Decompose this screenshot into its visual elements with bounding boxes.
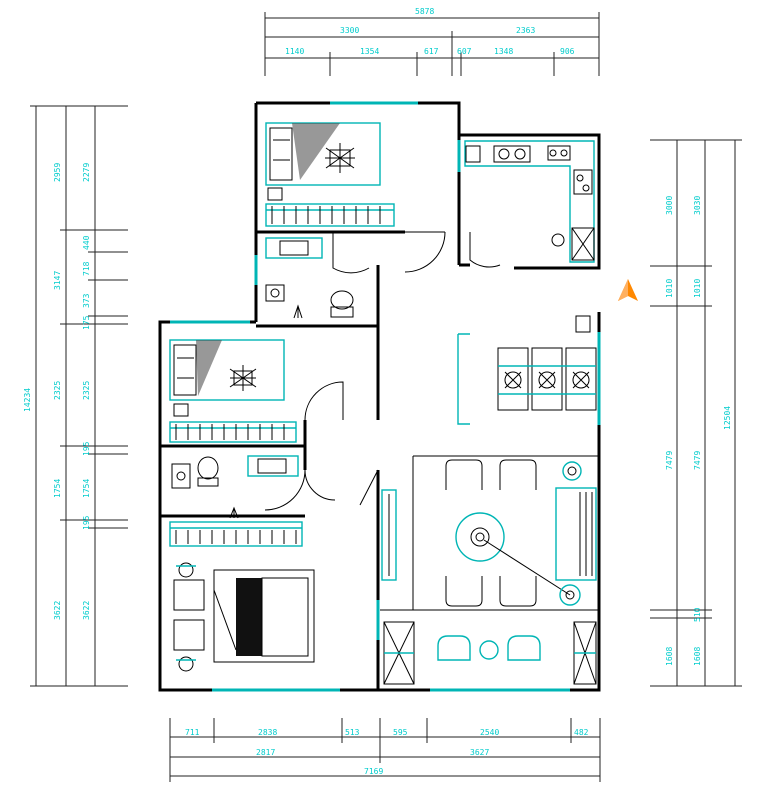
dim-bottom-seg-5: 2540: [480, 728, 499, 737]
sofa-icon: [555, 487, 597, 581]
dim-right-inner-2: 1010: [693, 279, 702, 298]
dim-bottom-seg-1: 711: [185, 728, 200, 737]
dim-top-total: 5878: [415, 7, 434, 16]
top-dimensions: 5878 3300 2363 1140 1354 617 607 1348 90…: [264, 7, 600, 76]
dim-right-inner-1: 3030: [693, 196, 702, 215]
dim-top-seg-3: 617: [424, 47, 439, 56]
bed-icon: [169, 339, 285, 401]
dim-bottom-seg-6: 482: [574, 728, 589, 737]
dim-left-outer-5: 3622: [53, 601, 62, 620]
dim-left-inner-9: 195: [82, 515, 91, 530]
dim-left-inner-6: 2325: [82, 381, 91, 400]
wardrobe-hangers: [271, 206, 381, 224]
dim-right-outer-4: 1608: [665, 647, 674, 666]
bathroom-upper: [265, 237, 354, 319]
dim-top-left: 3300: [340, 26, 359, 35]
dim-left-inner-7: 195: [82, 441, 91, 456]
dim-bottom-seg-3: 513: [345, 728, 360, 737]
dim-left-inner-8: 1754: [82, 479, 91, 498]
bathroom-lower: [171, 455, 299, 489]
armchairs: [445, 459, 537, 607]
balcony: [383, 621, 597, 685]
dim-left-outer-2: 3147: [53, 271, 62, 290]
toilet-icon: [197, 456, 219, 480]
dim-right-inner-5: 1608: [693, 647, 702, 666]
dim-right-outer-1: 3000: [665, 196, 674, 215]
bedroom-middle: [169, 339, 297, 443]
dim-top-seg-1: 1140: [285, 47, 304, 56]
plant-icon: [267, 187, 283, 201]
dim-top-seg-4: 607: [457, 47, 472, 56]
dim-right-outer-2: 1010: [665, 279, 674, 298]
sink-icon: [493, 145, 531, 163]
dining-area: [457, 315, 597, 425]
dim-bottom-left: 2817: [256, 748, 275, 757]
dim-right-inner-3: 7479: [693, 451, 702, 470]
dim-left-inner-2: 440: [82, 235, 91, 250]
sink-icon: [265, 237, 323, 259]
north-arrow-icon: [618, 279, 638, 301]
dim-left-inner-3: 718: [82, 261, 91, 276]
dim-top-seg-2: 1354: [360, 47, 379, 56]
dim-top-seg-5: 1348: [494, 47, 513, 56]
dim-top-right: 2363: [516, 26, 535, 35]
living-room: [381, 459, 597, 607]
dim-right-total: 12504: [723, 406, 732, 430]
dim-bottom-right: 3627: [470, 748, 489, 757]
windows: [170, 101, 601, 692]
bedroom-master: [169, 506, 315, 672]
dim-left-outer-1: 2959: [53, 163, 62, 182]
kitchen: [464, 140, 595, 263]
dim-left-inner-1: 2279: [82, 163, 91, 182]
dim-left-outer-3: 2325: [53, 381, 62, 400]
dim-left-inner-4: 373: [82, 293, 91, 308]
dim-left-inner-10: 3622: [82, 601, 91, 620]
bedroom-upper: [265, 122, 395, 227]
dim-top-seg-6: 906: [560, 47, 575, 56]
bed-icon: [213, 569, 315, 663]
sink-icon: [247, 455, 299, 477]
right-dimensions: 12504 3000 1010 7479 1608 3030 1010 7479…: [650, 139, 742, 687]
plant-icon: [173, 403, 189, 417]
dim-bottom-seg-2: 2838: [258, 728, 277, 737]
dim-left-total: 14234: [23, 388, 32, 412]
dim-bottom-total: 7169: [364, 767, 383, 776]
stove-icon: [547, 145, 571, 161]
left-dimensions: 14234 2959 3147 2325 1754 3622 2279 440 …: [23, 105, 128, 687]
toilet-icon: [330, 290, 354, 310]
dim-bottom-seg-4: 595: [393, 728, 408, 737]
dim-left-outer-4: 1754: [53, 479, 62, 498]
dim-left-inner-5: 175: [82, 315, 91, 330]
dim-right-inner-4: 510: [693, 607, 702, 622]
dim-right-outer-3: 7479: [665, 451, 674, 470]
dining-table-icon: [497, 347, 529, 411]
doors: [264, 231, 501, 511]
bottom-dimensions: 711 2838 513 595 2540 482 2817 3627 7169: [169, 718, 601, 782]
